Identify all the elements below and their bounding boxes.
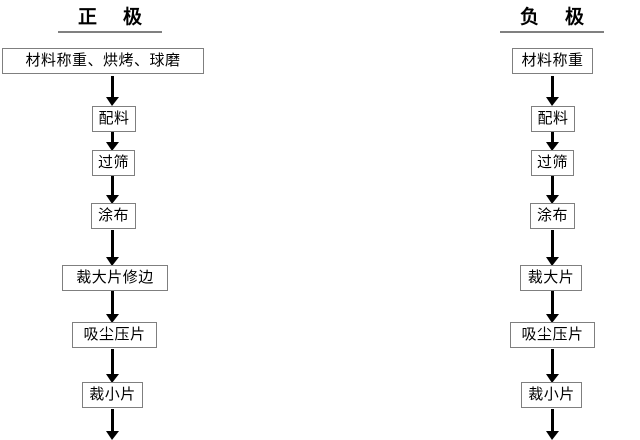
column-title-anode: 负极 [500, 4, 604, 33]
arrow-cathode-3-4 [106, 176, 119, 204]
column-title-anode-char-2: 极 [565, 6, 585, 28]
arrow-cathode-6-7 [106, 349, 119, 383]
arrow-anode-4-5 [546, 230, 559, 266]
node-cathode-step-6[interactable]: 吸尘压片 [72, 322, 157, 348]
arrow-cathode-4-5 [106, 230, 119, 266]
column-title-anode-char-1: 负 [519, 6, 539, 28]
node-anode-step-3[interactable]: 过筛 [531, 150, 574, 176]
arrow-anode-1-2 [546, 76, 559, 106]
node-cathode-step-3[interactable]: 过筛 [92, 150, 135, 176]
node-cathode-step-7[interactable]: 裁小片 [82, 382, 143, 408]
node-anode-step-1[interactable]: 材料称重 [512, 48, 593, 74]
node-anode-step-6[interactable]: 吸尘压片 [510, 322, 595, 348]
node-cathode-step-5[interactable]: 裁大片修边 [62, 265, 168, 291]
node-anode-step-7[interactable]: 裁小片 [521, 382, 582, 408]
arrow-cathode-2-3 [106, 132, 119, 151]
column-title-cathode-char-2: 极 [123, 6, 143, 28]
node-anode-step-2[interactable]: 配料 [531, 106, 575, 132]
arrow-anode-6-7 [546, 349, 559, 383]
arrow-cathode-7-next [106, 409, 119, 440]
arrow-cathode-5-6 [106, 291, 119, 323]
column-title-cathode-char-1: 正 [77, 6, 97, 28]
column-title-cathode: 正极 [58, 4, 162, 33]
node-anode-step-4[interactable]: 涂布 [530, 203, 575, 229]
arrow-anode-7-next [546, 409, 559, 440]
node-cathode-step-1[interactable]: 材料称重、烘烤、球磨 [2, 48, 204, 74]
arrow-anode-5-6 [546, 291, 559, 323]
node-cathode-step-2[interactable]: 配料 [92, 106, 136, 132]
arrow-cathode-1-2 [106, 76, 119, 106]
arrow-anode-3-4 [546, 176, 559, 204]
node-anode-step-5[interactable]: 裁大片 [520, 265, 582, 291]
node-cathode-step-4[interactable]: 涂布 [91, 203, 136, 229]
arrow-anode-2-3 [546, 132, 559, 151]
